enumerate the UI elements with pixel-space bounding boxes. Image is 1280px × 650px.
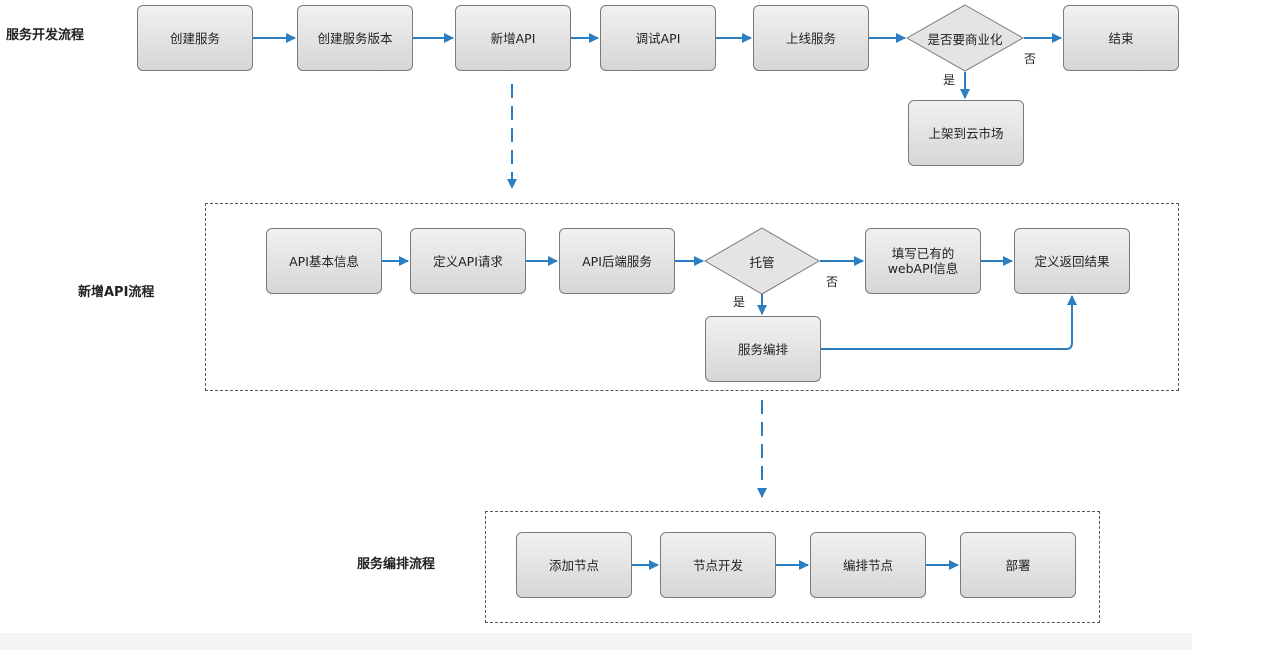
node-label: 填写已有的 webAPI信息 xyxy=(888,246,959,276)
node-label: 部署 xyxy=(1005,557,1031,573)
node-label: 节点开发 xyxy=(692,557,743,573)
decision-diamond-commercialize xyxy=(905,4,1025,72)
arrow-orchestration-to-result xyxy=(821,295,1077,350)
node-define-api-request[interactable]: 定义API请求 xyxy=(410,228,526,294)
node-deploy[interactable]: 部署 xyxy=(960,532,1076,598)
node-label: API基本信息 xyxy=(289,253,359,269)
node-label: 创建服务 xyxy=(169,30,220,46)
node-fill-webapi[interactable]: 填写已有的 webAPI信息 xyxy=(865,228,981,294)
node-api-backend-service[interactable]: API后端服务 xyxy=(559,228,675,294)
node-label-line1: 填写已有的 xyxy=(891,246,955,261)
label-yes-hosted: 是 xyxy=(733,295,746,309)
node-label: 上线服务 xyxy=(785,30,836,46)
node-label: 添加节点 xyxy=(548,557,599,573)
lane-label-api: 新增API流程 xyxy=(78,285,155,300)
node-debug-api[interactable]: 调试API xyxy=(600,5,716,71)
orch-flow-frame xyxy=(485,511,1100,623)
node-publish-market[interactable]: 上架到云市场 xyxy=(908,100,1024,166)
node-edit-node[interactable]: 编排节点 xyxy=(810,532,926,598)
node-label: 服务编排 xyxy=(737,341,788,357)
node-add-node[interactable]: 添加节点 xyxy=(516,532,632,598)
decision-label-hosted: 托管 xyxy=(749,254,775,270)
node-service-orchestration[interactable]: 服务编排 xyxy=(705,316,821,382)
node-go-online[interactable]: 上线服务 xyxy=(753,5,869,71)
node-create-version[interactable]: 创建服务版本 xyxy=(297,5,413,71)
node-label: API后端服务 xyxy=(582,253,652,269)
node-define-result[interactable]: 定义返回结果 xyxy=(1014,228,1130,294)
node-label: 调试API xyxy=(635,30,681,46)
node-label: 定义API请求 xyxy=(433,253,503,269)
node-label: 新增API xyxy=(490,30,536,46)
node-api-basic-info[interactable]: API基本信息 xyxy=(266,228,382,294)
api-flow-frame xyxy=(205,203,1179,391)
page-footer-strip xyxy=(0,633,1192,650)
node-add-api[interactable]: 新增API xyxy=(455,5,571,71)
node-label: 结束 xyxy=(1108,30,1134,46)
node-label: 创建服务版本 xyxy=(317,30,393,46)
node-node-dev[interactable]: 节点开发 xyxy=(660,532,776,598)
node-label-line2: webAPI信息 xyxy=(887,261,959,276)
node-end[interactable]: 结束 xyxy=(1063,5,1179,71)
label-no-hosted: 否 xyxy=(826,275,839,289)
decision-diamond-hosted xyxy=(704,227,820,295)
label-no-commercialize: 否 xyxy=(1024,52,1037,66)
lane-label-dev: 服务开发流程 xyxy=(6,28,85,43)
decision-label-commercialize: 是否要商业化 xyxy=(927,31,1003,47)
node-label: 编排节点 xyxy=(842,557,893,573)
lane-label-orch: 服务编排流程 xyxy=(357,557,436,572)
node-label: 上架到云市场 xyxy=(928,125,1004,141)
node-create-service[interactable]: 创建服务 xyxy=(137,5,253,71)
label-yes-commercialize: 是 xyxy=(943,73,956,87)
node-label: 定义返回结果 xyxy=(1034,253,1110,269)
